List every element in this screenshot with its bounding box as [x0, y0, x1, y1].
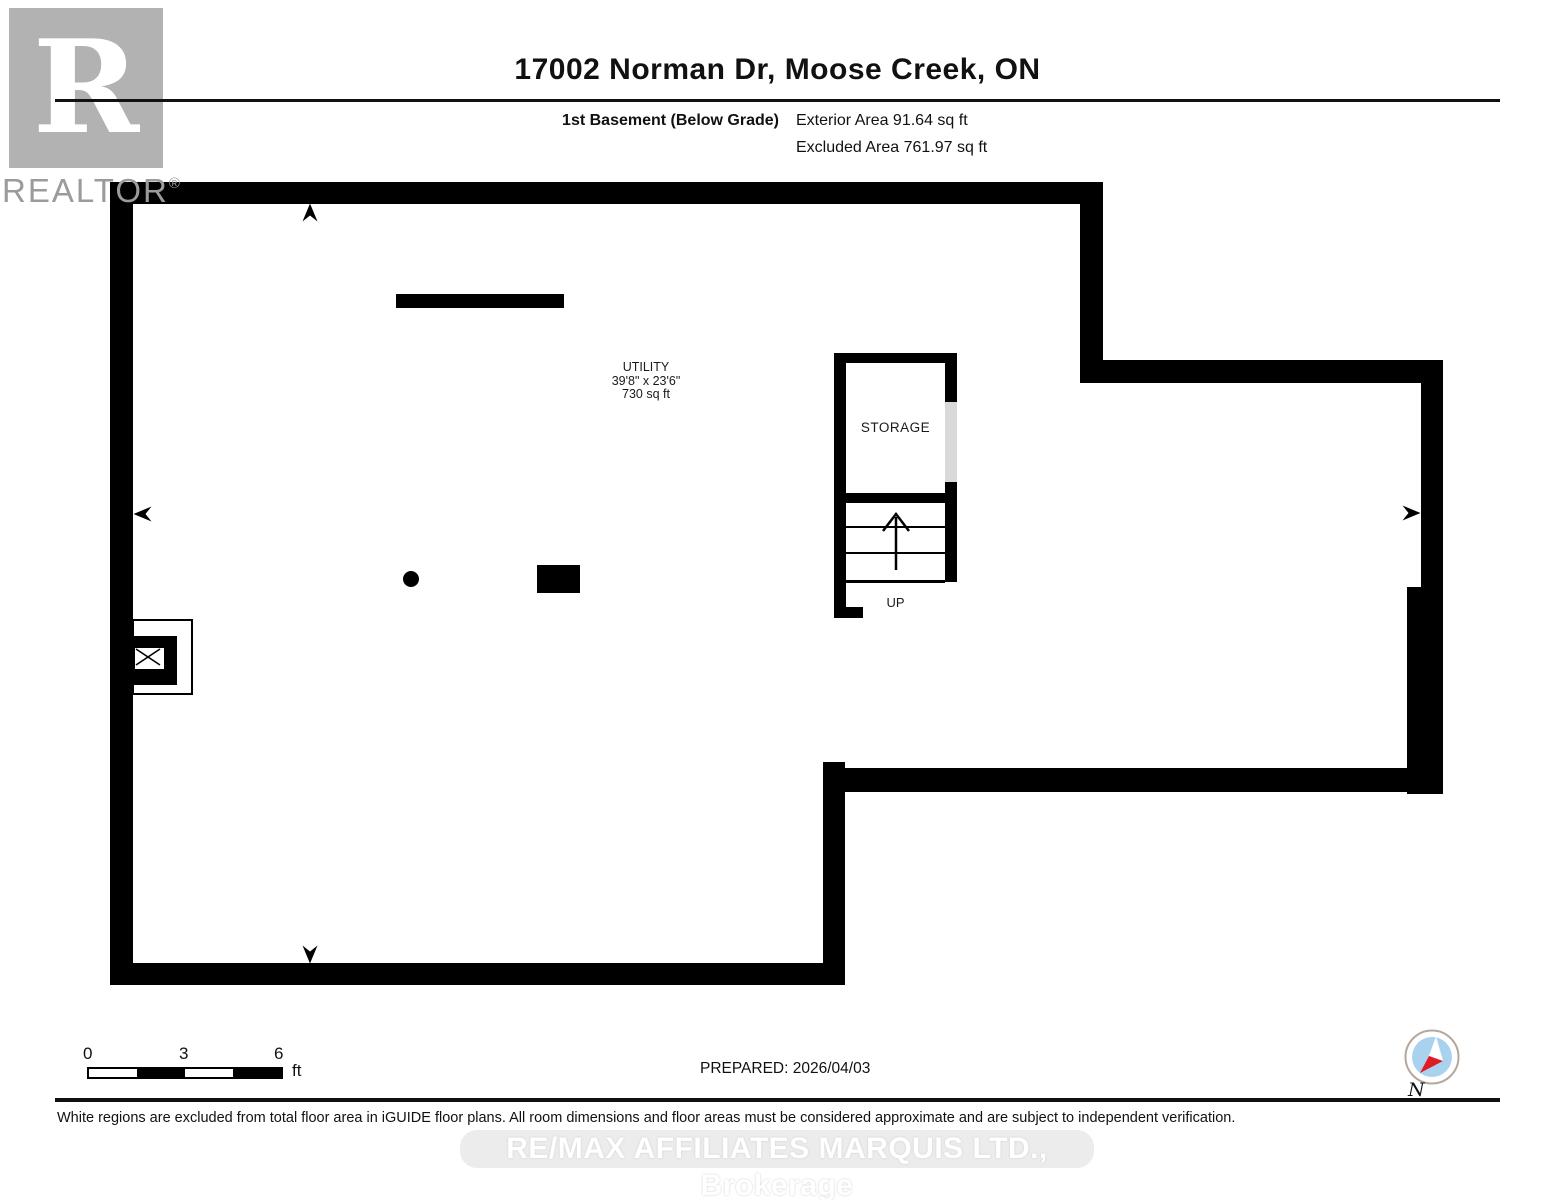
disclaimer-text: White regions are excluded from total fl…	[57, 1110, 1236, 1126]
storage-wall-top	[834, 353, 957, 363]
utility-room-area: 730 sq ft	[622, 387, 670, 401]
wall-left	[110, 182, 133, 985]
entry-arrow-bottom-icon	[302, 945, 318, 964]
scale-tick-6: 6	[274, 1044, 284, 1063]
storage-wall-bottom	[846, 493, 957, 503]
realtor-logo-icon: R	[9, 8, 163, 168]
prepared-date-label: PREPARED: 2026/04/03	[700, 1060, 871, 1077]
utility-room-name: UTILITY	[622, 360, 670, 374]
excluded-area-label: Excluded Area 761.97 sq ft	[796, 139, 988, 156]
storage-wall-right-upper	[945, 353, 957, 402]
compass-needle-red	[1420, 1056, 1443, 1073]
wall-divider-vertical	[823, 762, 845, 985]
stair-bottom-line	[846, 580, 945, 583]
stair-tread-line-2	[846, 552, 945, 554]
storage-door-opening	[945, 402, 957, 482]
scale-tick-3: 3	[179, 1044, 189, 1063]
realtor-logo-text: REALTOR	[2, 172, 169, 209]
storage-room-label: STORAGE	[860, 420, 931, 435]
wall-mid-horizontal	[845, 768, 1443, 792]
support-block	[537, 565, 580, 593]
page-title: 17002 Norman Dr, Moose Creek, ON	[514, 53, 1041, 86]
scale-unit-label: ft	[292, 1061, 302, 1080]
wall-top	[110, 182, 1103, 204]
entry-arrow-left-icon	[133, 506, 152, 522]
stairs-up-label: UP	[886, 595, 905, 610]
header-divider	[55, 99, 1500, 102]
scale-tick-0: 0	[83, 1044, 93, 1063]
storage-wall-left	[834, 353, 846, 618]
realtor-logo-wordmark: REALTOR®	[2, 172, 182, 210]
scale-bar	[87, 1067, 283, 1079]
realtor-logo-letter: R	[32, 13, 140, 163]
storage-wall-right-lower	[945, 482, 957, 493]
interior-wall-stub	[396, 294, 564, 308]
wall-right-upper	[1421, 360, 1443, 587]
compass-icon	[1404, 1029, 1460, 1085]
stair-wall-foot	[834, 607, 863, 618]
compass-north-label: N	[1408, 1079, 1425, 1101]
entry-arrow-right-icon	[1402, 505, 1421, 521]
registered-symbol: ®	[168, 175, 182, 192]
brokerage-watermark: RE/MAX AFFILIATES MARQUIS LTD., Brokerag…	[460, 1130, 1094, 1200]
entry-arrow-top-icon	[302, 203, 318, 222]
exterior-area-label: Exterior Area 91.64 sq ft	[796, 112, 968, 129]
floor-label: 1st Basement (Below Grade)	[562, 112, 779, 129]
utility-room-label: UTILITY 39'8" x 23'6" 730 sq ft	[566, 360, 726, 402]
footer-divider	[55, 1098, 1500, 1102]
support-column-dot	[403, 571, 419, 587]
furnace-crossed-box-icon	[133, 646, 166, 671]
wall-upper-right-step-vertical	[1080, 182, 1103, 383]
stair-tread-line-1	[846, 526, 945, 528]
wall-right-lower	[1407, 587, 1443, 794]
wall-upper-right-horizontal	[1080, 360, 1443, 383]
utility-room-dimensions: 39'8" x 23'6"	[611, 373, 681, 388]
stair-up-arrow-head	[882, 511, 910, 532]
wall-bottom	[110, 963, 845, 985]
stair-wall-right	[945, 503, 957, 582]
